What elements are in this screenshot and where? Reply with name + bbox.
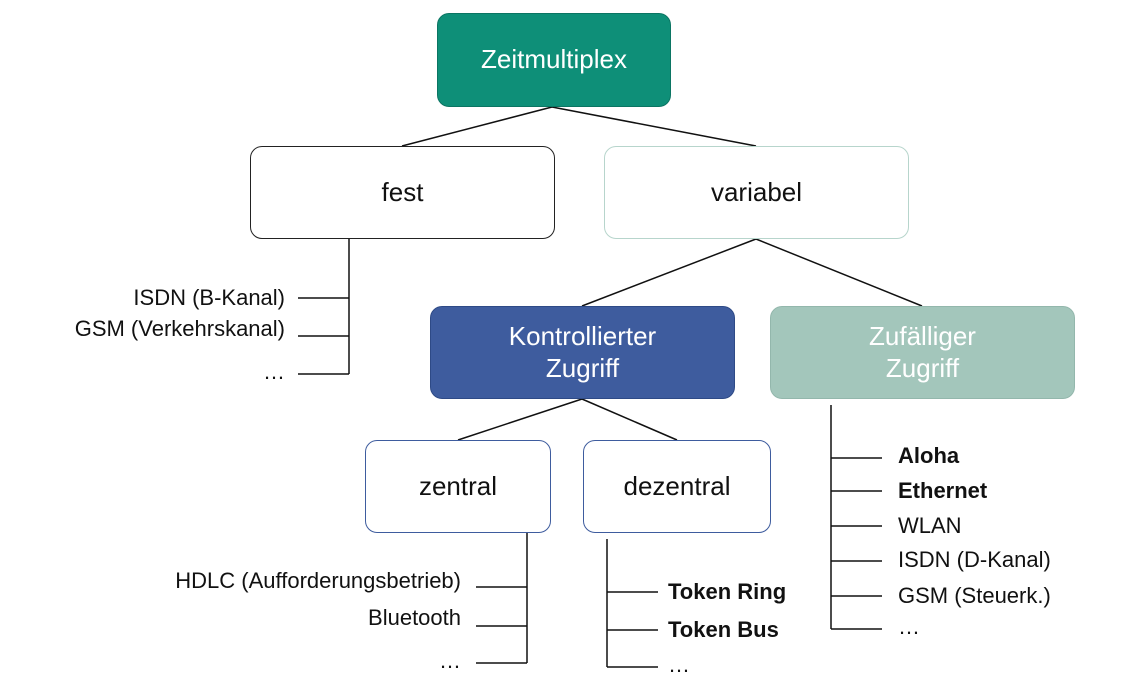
node-variabel-label: variabel xyxy=(710,176,803,207)
list-item-dezentral: … xyxy=(668,652,690,677)
list-item-zentral: HDLC (Aufforderungsbetrieb) xyxy=(175,568,461,593)
list-item-dezentral: Token Ring xyxy=(668,579,787,604)
node-zentral-label: zentral xyxy=(418,470,498,501)
node-zufaelliger-zugriff: Zufälliger Zugriff xyxy=(770,306,1075,399)
node-dezentral-label: dezentral xyxy=(623,470,731,501)
edge-root-fest xyxy=(401,106,553,147)
list-item-zufaellig: Aloha xyxy=(898,443,960,468)
list-item-zufaellig: WLAN xyxy=(898,513,962,538)
edge-kontrolliert-zentral xyxy=(457,398,583,441)
list-item-zentral: … xyxy=(439,648,461,673)
node-fest: fest xyxy=(250,146,555,239)
list-item-fest: … xyxy=(263,359,285,384)
list-item-zufaellig: … xyxy=(898,614,920,639)
list-item-fest: ISDN (B-Kanal) xyxy=(133,285,285,310)
node-zeitmultiplex: Zeitmultiplex xyxy=(437,13,671,107)
node-zufaelliger-zugriff-label: Zufälliger Zugriff xyxy=(869,321,976,383)
node-zeitmultiplex-label: Zeitmultiplex xyxy=(481,44,627,75)
list-item-zufaellig: Ethernet xyxy=(898,478,988,503)
edge-variabel-kontrolliert xyxy=(581,238,757,307)
list-item-zentral: Bluetooth xyxy=(368,605,461,630)
node-dezentral: dezentral xyxy=(583,440,771,533)
edge-root-variabel xyxy=(551,106,757,147)
node-zentral: zentral xyxy=(365,440,551,533)
node-variabel: variabel xyxy=(604,146,909,239)
list-item-zufaellig: ISDN (D-Kanal) xyxy=(898,547,1051,572)
edge-variabel-zufaellig xyxy=(755,238,923,307)
node-kontrollierter-zugriff: Kontrollierter Zugriff xyxy=(430,306,735,399)
list-item-zufaellig: GSM (Steuerk.) xyxy=(898,583,1051,608)
edge-kontrolliert-dezentral xyxy=(581,398,678,441)
node-fest-label: fest xyxy=(381,176,424,207)
list-item-dezentral: Token Bus xyxy=(668,617,779,642)
node-kontrollierter-zugriff-label: Kontrollierter Zugriff xyxy=(508,321,657,383)
list-item-fest: GSM (Verkehrskanal) xyxy=(74,316,285,341)
